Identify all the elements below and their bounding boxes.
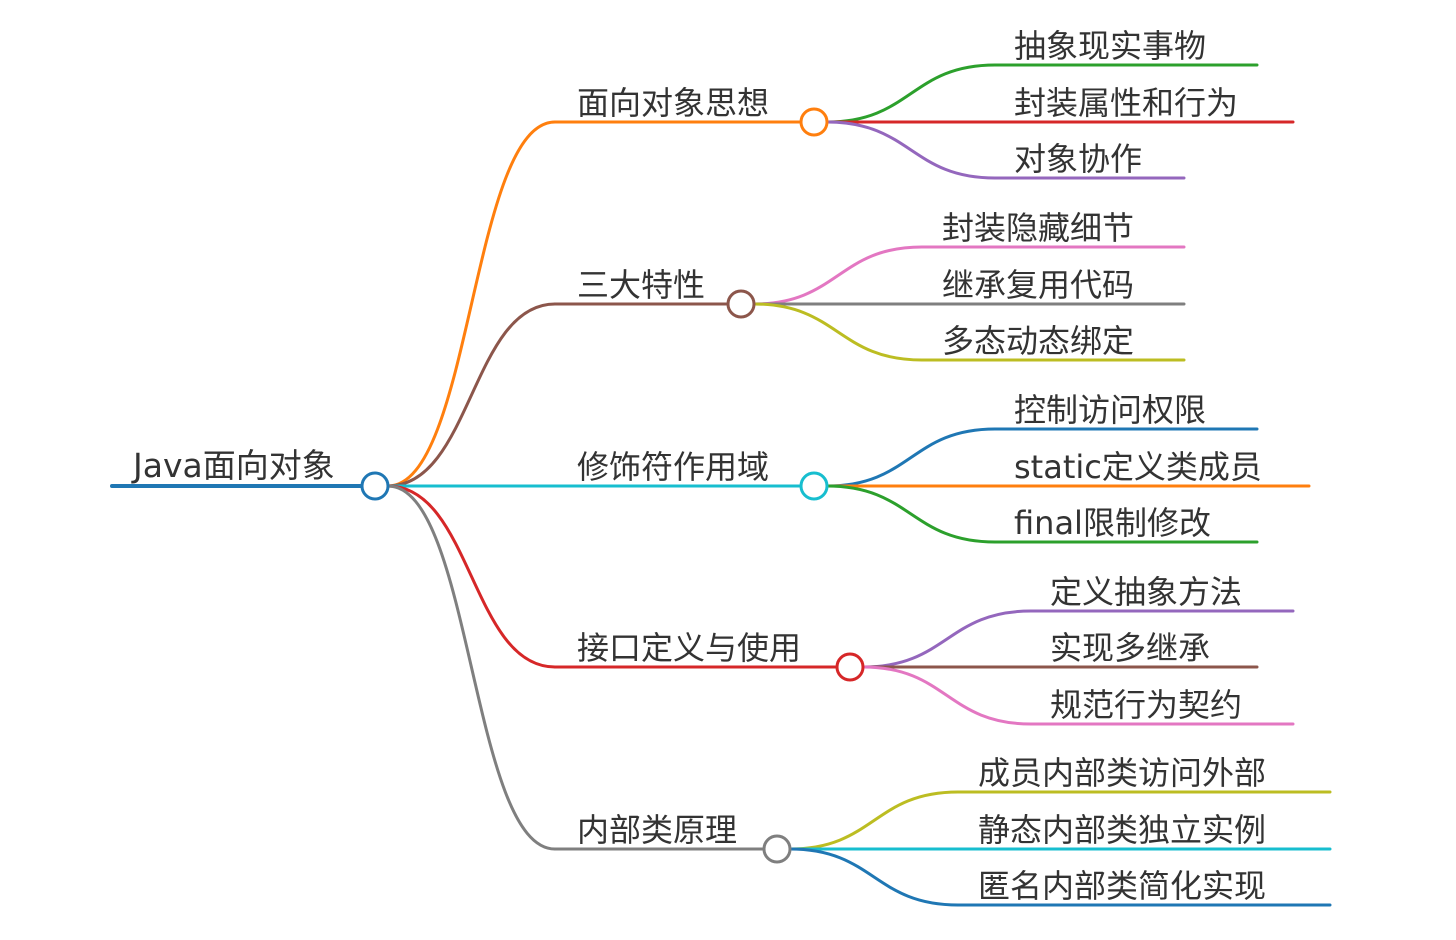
branch-label: 接口定义与使用: [577, 629, 801, 667]
branch-node-circle[interactable]: [762, 834, 792, 864]
leaf-connector: [825, 427, 1259, 488]
leaf-connector: [825, 63, 1259, 124]
branch-connector: [386, 302, 557, 488]
leaf-label: 封装隐藏细节: [942, 209, 1134, 247]
leaf-connector: [788, 790, 1332, 851]
root-label: Java面向对象: [131, 446, 335, 485]
branch-label: 三大特性: [577, 266, 705, 304]
branch-connector: [386, 484, 557, 669]
leaf-label: 继承复用代码: [942, 266, 1134, 304]
leaf-label: 定义抽象方法: [1050, 573, 1242, 611]
leaf-connector: [752, 302, 1186, 362]
mindmap-nodes: Java面向对象 面向对象思想 三大特性 修饰符作用域 接口定义与使用 内部类原…: [131, 27, 1266, 905]
leaf-label: 静态内部类独立实例: [978, 811, 1266, 849]
root-node-circle[interactable]: [360, 471, 390, 501]
leaf-connector: [788, 847, 1332, 907]
leaf-label: 成员内部类访问外部: [978, 754, 1266, 792]
branch-connector: [386, 120, 557, 488]
leaf-connector: [825, 484, 1259, 544]
leaf-label: 对象协作: [1014, 140, 1142, 178]
branch-node-circle[interactable]: [799, 471, 829, 501]
leaf-label: static定义类成员: [1014, 448, 1262, 486]
leaf-label: 多态动态绑定: [942, 322, 1134, 360]
leaf-label: final限制修改: [1014, 504, 1211, 542]
leaf-label: 规范行为契约: [1050, 686, 1242, 724]
branch-connector: [386, 484, 557, 851]
branch-label: 内部类原理: [577, 811, 737, 849]
leaf-label: 匿名内部类简化实现: [978, 867, 1266, 905]
leaf-connector: [752, 245, 1186, 306]
mindmap-node-circles: [360, 107, 865, 864]
branch-label: 面向对象思想: [577, 84, 769, 122]
branch-label: 修饰符作用域: [577, 448, 769, 486]
leaf-label: 抽象现实事物: [1014, 27, 1206, 65]
leaf-connector: [825, 120, 1186, 180]
branch-node-circle[interactable]: [835, 652, 865, 682]
branch-node-circle[interactable]: [799, 107, 829, 137]
mindmap-edges: [110, 63, 1332, 907]
leaf-connector: [861, 609, 1295, 669]
leaf-label: 封装属性和行为: [1014, 84, 1238, 122]
leaf-label: 实现多继承: [1050, 629, 1210, 667]
leaf-connector: [861, 665, 1295, 726]
branch-node-circle[interactable]: [726, 289, 756, 319]
leaf-label: 控制访问权限: [1014, 391, 1206, 429]
